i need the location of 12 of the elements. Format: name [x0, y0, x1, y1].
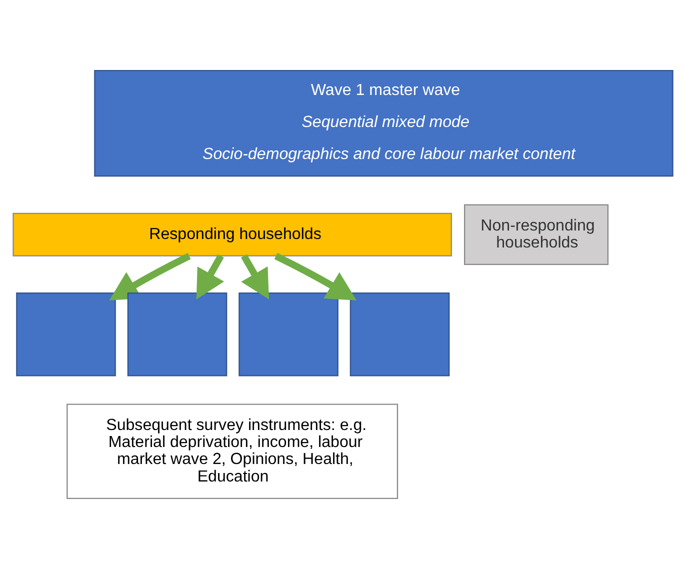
node-box [238, 292, 338, 376]
node-box: Wave 1 master wave Sequential mixed mode Socio-demographics and core labour market content [94, 70, 674, 176]
node-box: Responding households [12, 212, 452, 256]
arrow [109, 252, 191, 300]
arrow [274, 252, 357, 300]
node-box [350, 292, 450, 376]
node-box: Non-responding households [464, 204, 609, 264]
arrow [240, 254, 269, 299]
node-box [16, 292, 116, 376]
node-box: Subsequent survey instruments: e.g. Material deprivation, income, labour market wave 2, Opinions, Health, Education [66, 403, 398, 498]
node-box [127, 292, 228, 376]
arrow [196, 254, 224, 299]
